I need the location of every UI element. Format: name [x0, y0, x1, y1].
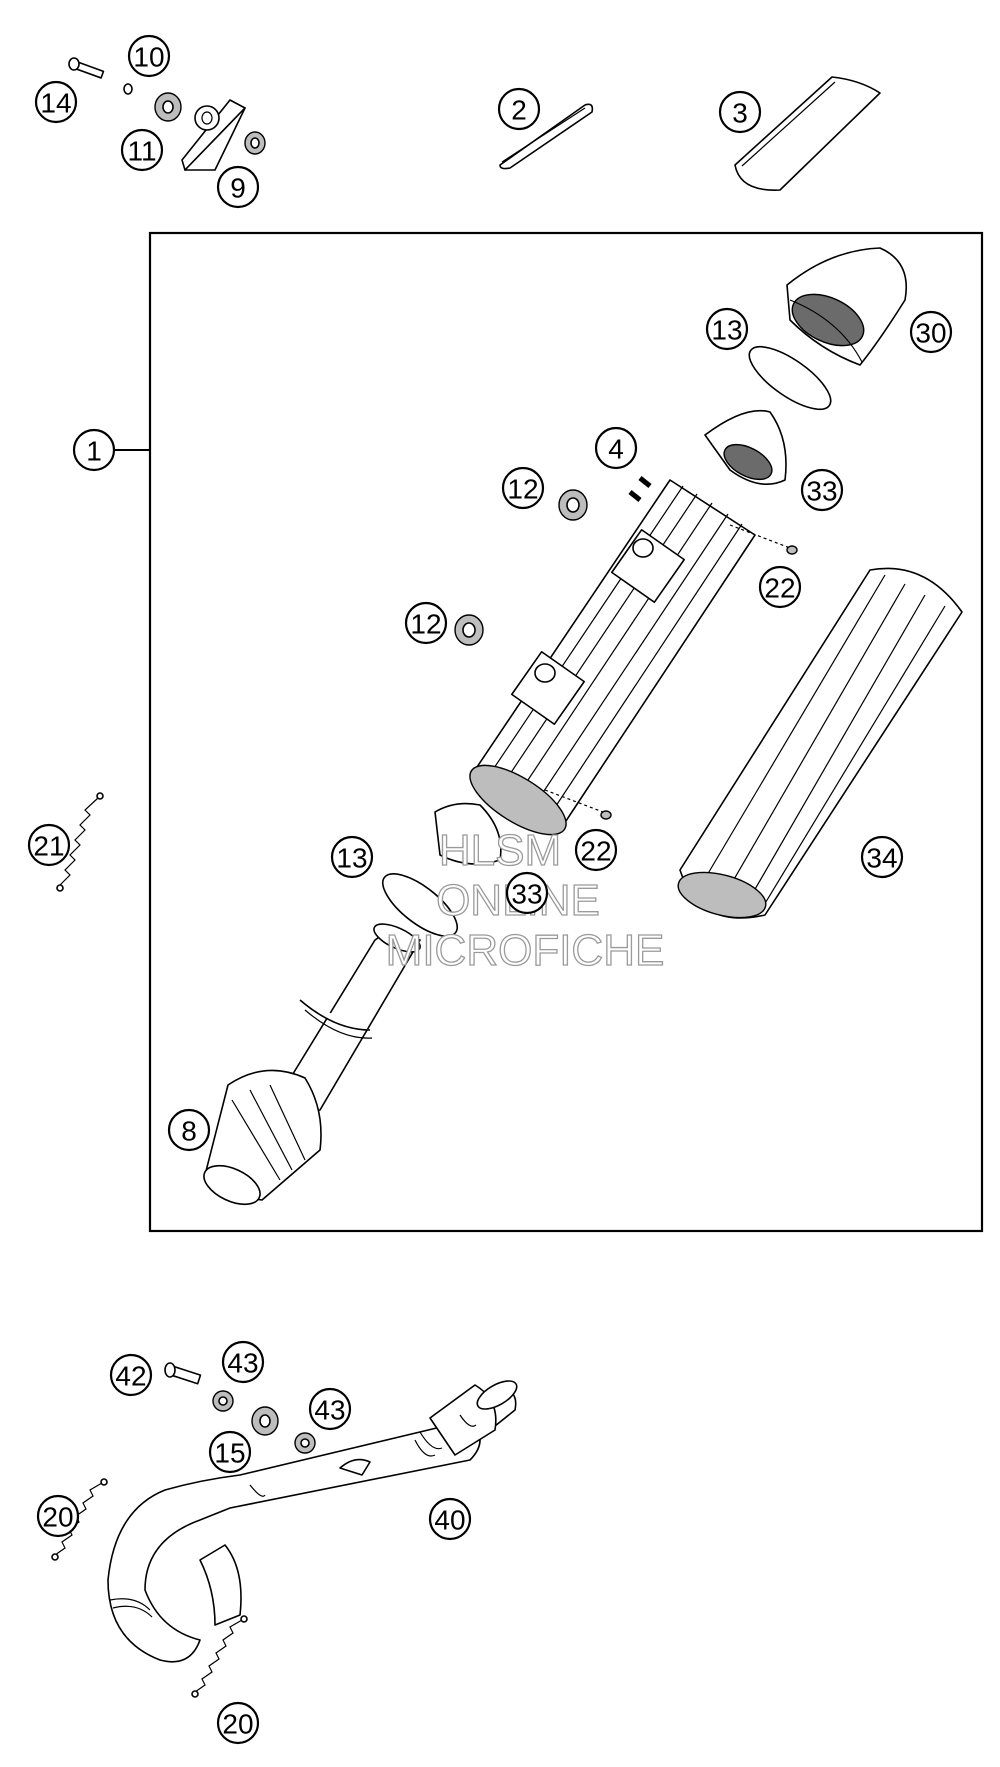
screw-22-lower: [544, 789, 612, 820]
callout-label: 13: [336, 843, 367, 874]
silencer-body-4: [469, 476, 756, 836]
callout-10: 10: [127, 34, 171, 78]
callout-22-lower: 22: [574, 828, 618, 872]
o-ring-13-upper: [748, 345, 832, 411]
callout-13-lower: 13: [330, 835, 374, 879]
heat-shield-2: [499, 103, 594, 170]
header-pipe-40: [107, 1380, 518, 1663]
cone-insert-33-lower: [434, 802, 502, 865]
o-ring-13-lower: [382, 873, 458, 937]
washer-10: [123, 83, 133, 95]
bracket-9: [181, 99, 246, 171]
callout-14: 14: [34, 80, 78, 124]
callout-label: 8: [181, 1116, 197, 1147]
callout-22-upper: 22: [758, 565, 802, 609]
callout-4: 4: [594, 426, 638, 470]
callout-label: 34: [866, 843, 897, 874]
callout-label: 20: [222, 1709, 253, 1740]
callout-21: 21: [27, 823, 71, 867]
callout-label: 11: [127, 136, 156, 167]
callout-42: 42: [109, 1353, 153, 1397]
callout-label: 22: [580, 836, 611, 867]
callout-30: 30: [909, 310, 953, 354]
grommet-12-lower: [454, 614, 484, 646]
callout-label: 30: [915, 318, 946, 349]
callout-label: 21: [33, 831, 64, 862]
cone-insert-33-upper: [704, 409, 787, 486]
callout-12-lower: 12: [404, 601, 448, 645]
end-cap-30: [786, 247, 907, 366]
callout-34: 34: [860, 835, 904, 879]
callout-33-upper: 33: [800, 468, 844, 512]
callout-43-lower: 43: [308, 1387, 352, 1431]
screw-22-upper: [729, 524, 798, 555]
spring-20-lower: [191, 1615, 248, 1698]
callout-label: 13: [711, 315, 742, 346]
callout-label: 33: [806, 476, 837, 507]
packing-sleeve-34: [677, 567, 963, 919]
heat-shield-3: [734, 76, 881, 191]
callout-label: 33: [511, 879, 542, 910]
callout-13-upper: 13: [705, 307, 749, 351]
callout-11: 11: [120, 128, 164, 172]
callout-label: 14: [40, 88, 71, 119]
callout-label: 12: [507, 474, 538, 505]
callout-33-lower: 33: [505, 871, 549, 915]
callout-label: 20: [42, 1502, 73, 1533]
callout-20-upper: 20: [36, 1494, 80, 1538]
bushing-11: [154, 92, 182, 122]
callout-label: 43: [314, 1395, 345, 1426]
callout-label: 40: [434, 1505, 465, 1536]
callout-label: 42: [115, 1361, 146, 1392]
callout-label: 15: [214, 1438, 245, 1469]
watermark-line-3: MICROFICHE: [386, 926, 665, 975]
callout-label: 3: [732, 98, 748, 129]
callout-40: 40: [428, 1497, 472, 1541]
callout-label: 1: [86, 436, 102, 467]
callout-label: 12: [410, 609, 441, 640]
callout-label: 43: [227, 1348, 258, 1379]
washer-43-left: [212, 1390, 234, 1412]
spring-21: [56, 792, 104, 892]
callout-label: 10: [133, 42, 164, 73]
callout-label: 9: [230, 173, 246, 204]
callout-label: 4: [608, 434, 624, 465]
callout-label: 22: [764, 573, 795, 604]
bolt-14: [68, 57, 105, 79]
callout-8: 8: [167, 1108, 211, 1152]
grommet-15: [251, 1406, 279, 1436]
link-pipe-8: [203, 923, 421, 1206]
washer-43-right: [294, 1432, 316, 1454]
callout-15: 15: [208, 1430, 252, 1474]
callout-43-upper: 43: [221, 1340, 265, 1384]
callout-1: 1: [72, 428, 116, 472]
callout-9: 9: [216, 165, 260, 209]
watermark-line-1: HLSM: [439, 826, 561, 875]
grommet-12-upper: [558, 489, 588, 521]
callout-20-lower: 20: [216, 1701, 260, 1745]
assembly-frame: [148, 231, 984, 1233]
callout-label: 2: [511, 95, 527, 126]
callout-2: 2: [497, 87, 541, 131]
callout-12-upper: 12: [501, 466, 545, 510]
bolt-42: [164, 1362, 202, 1385]
callout-3: 3: [718, 90, 762, 134]
grommet-9: [244, 131, 266, 155]
